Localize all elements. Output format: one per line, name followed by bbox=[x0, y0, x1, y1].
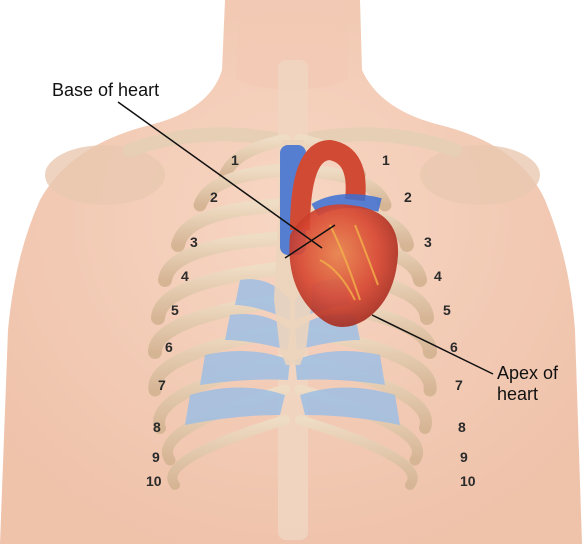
rib-number-left-1: 1 bbox=[231, 153, 239, 167]
rib-number-left-7: 7 bbox=[158, 378, 166, 392]
rib-number-right-5: 5 bbox=[443, 303, 451, 317]
rib-number-left-2: 2 bbox=[210, 190, 218, 204]
rib-number-left-9: 9 bbox=[152, 450, 160, 464]
rib-number-right-1: 1 bbox=[382, 153, 390, 167]
rib-number-left-4: 4 bbox=[181, 269, 189, 283]
rib-number-right-4: 4 bbox=[434, 269, 442, 283]
rib-number-right-3: 3 bbox=[424, 235, 432, 249]
rib-number-left-5: 5 bbox=[171, 303, 179, 317]
rib-number-right-2: 2 bbox=[404, 190, 412, 204]
rib-number-right-7: 7 bbox=[455, 378, 463, 392]
left-shoulder bbox=[45, 145, 165, 205]
rib-number-left-6: 6 bbox=[165, 340, 173, 354]
rib-number-right-8: 8 bbox=[458, 420, 466, 434]
rib-number-right-10: 10 bbox=[460, 474, 476, 488]
rib-number-left-10: 10 bbox=[146, 474, 162, 488]
rib-number-right-9: 9 bbox=[460, 450, 468, 464]
rib-number-left-8: 8 bbox=[153, 420, 161, 434]
label-apex-line2: heart bbox=[497, 384, 558, 405]
label-base-of-heart: Base of heart bbox=[52, 80, 159, 101]
label-apex-of-heart: Apex of heart bbox=[497, 363, 558, 405]
rib-number-right-6: 6 bbox=[450, 340, 458, 354]
label-apex-line1: Apex of bbox=[497, 363, 558, 384]
rib-number-left-3: 3 bbox=[190, 235, 198, 249]
right-shoulder bbox=[420, 145, 540, 205]
